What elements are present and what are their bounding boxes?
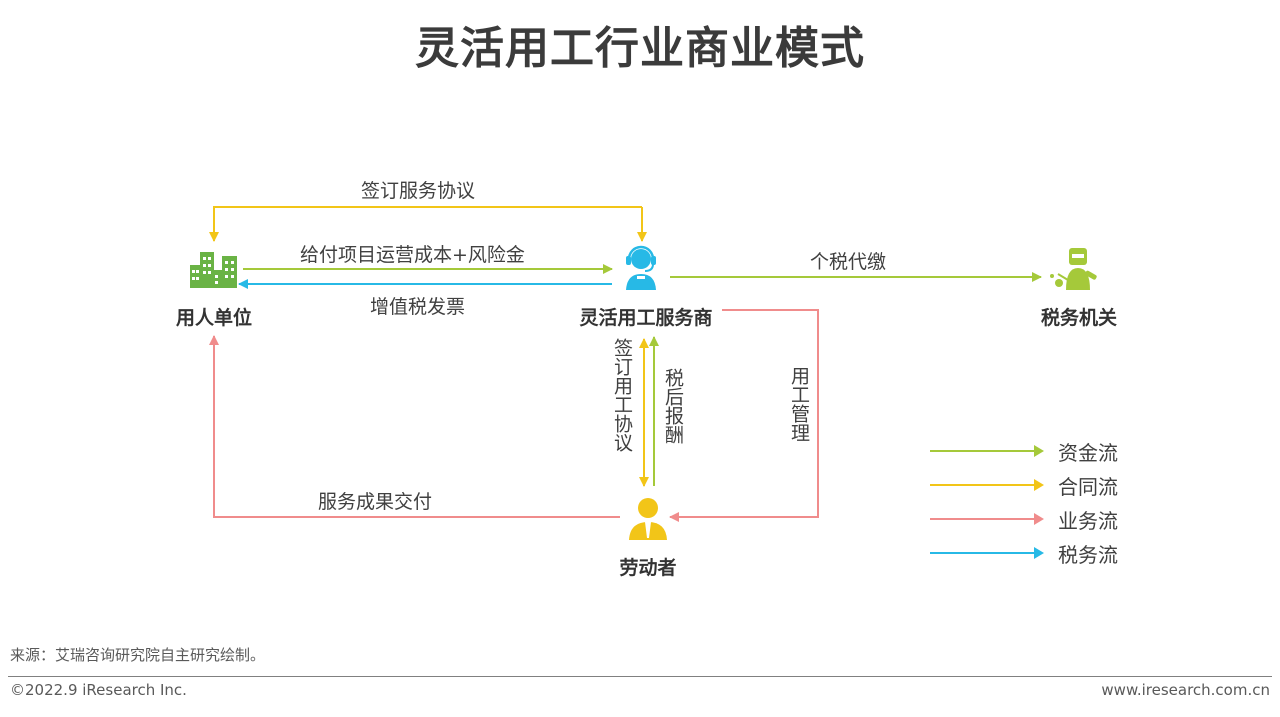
website-url: www.iresearch.com.cn xyxy=(1101,681,1270,699)
labor-agreement-label: 签订用工协议 xyxy=(611,338,633,452)
headset-agent-icon xyxy=(626,245,656,290)
legend-line xyxy=(930,484,1042,486)
vat-invoice-label: 增值税发票 xyxy=(370,296,466,318)
employer-label: 用人单位 xyxy=(175,307,253,329)
footer-divider xyxy=(8,676,1272,677)
page-title: 灵活用工行业商业模式 xyxy=(415,23,865,74)
legend-label: 合同流 xyxy=(1058,475,1118,499)
delivery-label: 服务成果交付 xyxy=(318,491,433,513)
welder-icon xyxy=(1050,248,1097,290)
labor-management-label: 用工管理 xyxy=(788,366,810,442)
legend-label: 税务流 xyxy=(1058,543,1118,567)
legend-label: 资金流 xyxy=(1058,441,1118,465)
legend-line xyxy=(930,450,1042,452)
businessman-icon xyxy=(629,498,667,540)
legend-arrow-icon xyxy=(1034,547,1044,559)
buildings-icon xyxy=(190,252,237,288)
legend-line xyxy=(930,518,1042,520)
copyright: ©2022.9 iResearch Inc. xyxy=(10,681,187,699)
legend-arrow-icon xyxy=(1034,445,1044,457)
tax-office-label: 税务机关 xyxy=(1040,307,1118,329)
legend-line xyxy=(930,552,1042,554)
payment-label: 给付项目运营成本+风险金 xyxy=(300,244,525,266)
service-agreement-arrow xyxy=(209,206,642,242)
service-agreement-label: 签订服务协议 xyxy=(361,180,476,202)
source-note: 来源：艾瑞咨询研究院自主研究绘制。 xyxy=(10,646,266,664)
legend-arrow-icon xyxy=(1034,513,1044,525)
legend-arrow-icon xyxy=(1034,479,1044,491)
after-tax-pay-label: 税后报酬 xyxy=(662,368,684,444)
personal-tax-label: 个税代缴 xyxy=(810,251,887,273)
worker-label: 劳动者 xyxy=(619,557,677,579)
legend-label: 业务流 xyxy=(1058,509,1118,533)
delivery-arrow xyxy=(209,335,620,518)
labor-management-arrow xyxy=(669,309,819,522)
provider-label: 灵活用工服务商 xyxy=(579,307,713,329)
